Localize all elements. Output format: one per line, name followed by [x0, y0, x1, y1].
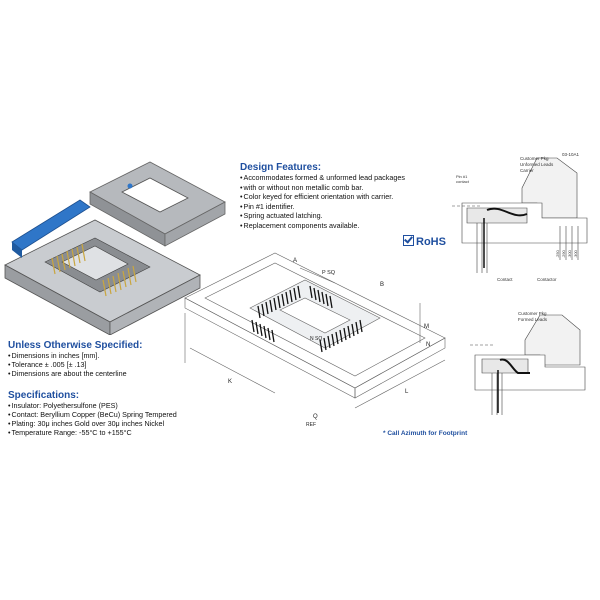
specifications-list: Insulator: Polyethersulfone (PES) Contac…	[8, 401, 228, 437]
feature-item: with or without non metallic comb bar.	[240, 183, 440, 193]
unless-specified-title: Unless Otherwise Specified:	[8, 340, 143, 351]
socket-lid	[89, 161, 226, 247]
footprint-note: * Call Azimuth for Footprint	[383, 430, 468, 437]
detail-formed-leads: Customer Pkg Formed Leads	[470, 311, 586, 415]
check-box-icon	[403, 235, 414, 246]
formed-leads-label: Formed Leads	[518, 317, 548, 322]
detail-unformed-leads: 03-10A1 Customer Pkg Unformed Leads Carr…	[452, 152, 588, 282]
spec-item: Temperature Range: -55°C to +155°C	[8, 428, 228, 437]
pin1-label: Pin #1	[456, 174, 468, 179]
carrier-label: Carrier	[520, 168, 534, 173]
label-a: A	[293, 258, 297, 264]
dim-label: .300	[567, 249, 572, 258]
specifications-section: Specifications: Insulator: Polyethersulf…	[8, 390, 228, 437]
feature-item: Replacement components available.	[240, 221, 440, 231]
design-features-title: Design Features:	[240, 162, 322, 173]
part-code: 03-10A1	[562, 152, 580, 157]
label-q: Q	[313, 414, 318, 420]
blue-latch	[11, 199, 91, 251]
spec-item: Plating: 30μ inches Gold over 30μ inches…	[8, 419, 228, 428]
label-ref: REF	[306, 422, 316, 428]
contact-label: Contact	[497, 277, 513, 282]
design-features-section: Design Features: Accommodates formed & u…	[240, 162, 440, 231]
customer-pkg-label: Customer Pkg	[518, 311, 547, 316]
label-k: K	[228, 379, 232, 385]
feature-item: Accommodates formed & unformed lead pack…	[240, 173, 440, 183]
spec-item: Insulator: Polyethersulfone (PES)	[8, 401, 228, 410]
label-l: L	[405, 389, 409, 395]
contact-pins	[51, 243, 137, 297]
unformed-leads-label: Unformed Leads	[520, 162, 554, 167]
rohs-label: RoHS	[416, 236, 446, 248]
rohs-badge: RoHS	[403, 235, 446, 248]
feature-item: Pin #1 identifier.	[240, 202, 440, 212]
label-b: B	[380, 282, 384, 288]
socket-base	[4, 219, 201, 335]
contact-sub-label: contact	[456, 179, 470, 184]
spec-item: Contact: Beryllium Copper (BeCu) Spring …	[8, 410, 228, 419]
label-p-sq: P SQ	[322, 270, 336, 276]
customer-pkg-label: Customer Pkg	[520, 156, 549, 161]
label-m: M	[424, 324, 429, 330]
note-item: Dimensions are about the centerline	[8, 369, 188, 378]
note-item: Dimensions in inches [mm].	[8, 351, 188, 360]
label-n: N	[426, 342, 430, 348]
socket-product-illustration	[4, 161, 226, 335]
unless-specified-list: Dimensions in inches [mm]. Tolerance ± .…	[8, 351, 188, 378]
dim-label: .250	[555, 249, 560, 258]
label-n-sq: N SQ	[310, 336, 322, 342]
note-item: Tolerance ± .005 [± .13]	[8, 360, 188, 369]
design-features-list: Accommodates formed & unformed lead pack…	[240, 173, 440, 231]
socket-line-drawing: A B P SQ K L M N N SQ Q REF	[184, 252, 446, 428]
unless-specified-section: Unless Otherwise Specified: Dimensions i…	[8, 340, 188, 378]
contactor-label: Contactor	[537, 277, 557, 282]
dim-label: .290	[561, 249, 566, 258]
dim-label: .300	[573, 249, 578, 258]
feature-item: Spring actuated latching.	[240, 211, 440, 221]
contact-rows	[251, 285, 363, 353]
feature-item: Color keyed for efficient orientation wi…	[240, 192, 440, 202]
pin1-marker-icon	[127, 183, 133, 189]
specifications-title: Specifications:	[8, 390, 80, 401]
